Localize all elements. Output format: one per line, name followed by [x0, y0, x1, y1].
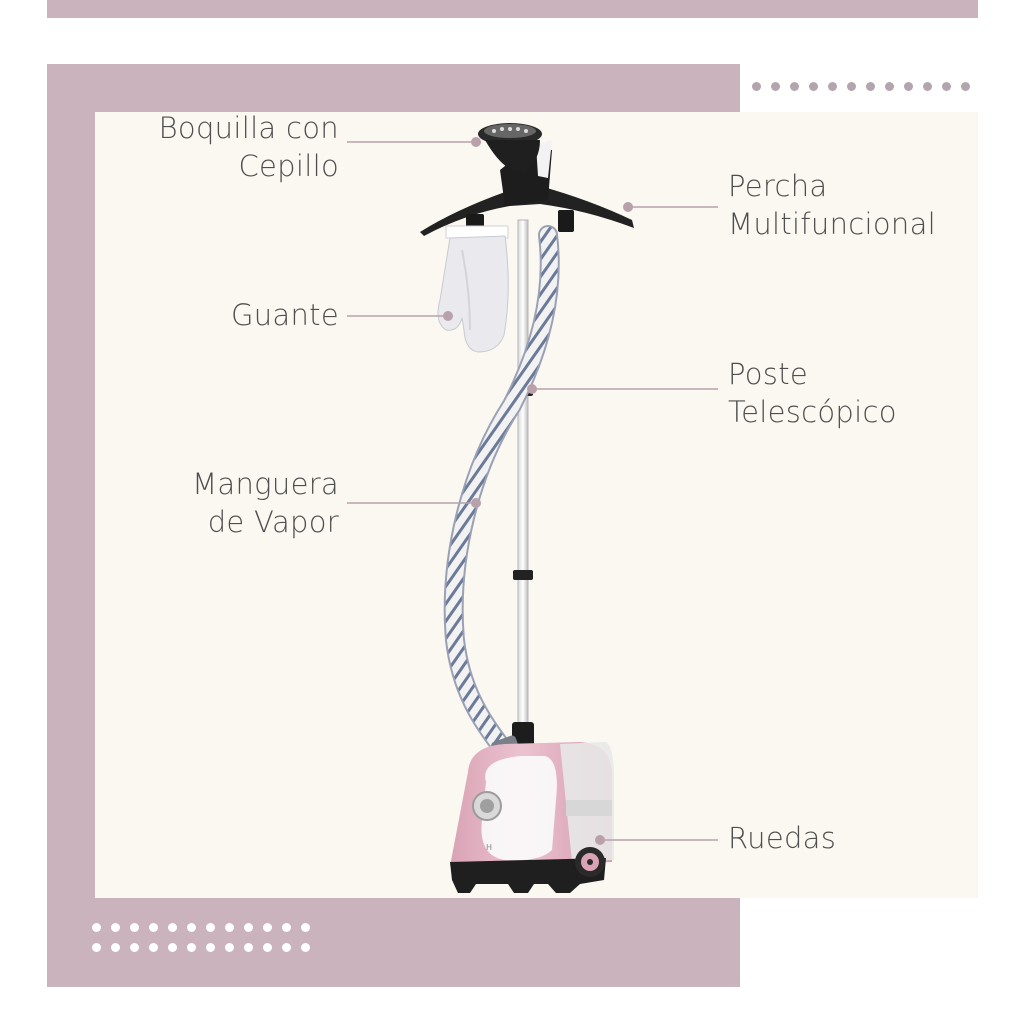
label-line: Poste	[728, 357, 809, 391]
decor-dot	[263, 943, 272, 952]
label-line: Multifuncional	[728, 207, 937, 241]
decor-dot	[847, 82, 856, 91]
decor-dot	[206, 923, 215, 932]
decor-dot	[244, 943, 253, 952]
decor-dot	[866, 82, 875, 91]
steamer-base: H	[450, 742, 614, 893]
decor-dot	[225, 943, 234, 952]
decor-dot	[187, 943, 196, 952]
decor-dot	[790, 82, 799, 91]
telescopic-pole	[512, 219, 534, 746]
decor-dot	[301, 943, 310, 952]
decor-dot	[923, 82, 932, 91]
decor-dot	[263, 923, 272, 932]
label-ruedas: Ruedas	[728, 819, 836, 857]
decor-dot	[301, 923, 310, 932]
decor-dot	[904, 82, 913, 91]
decor-dot	[771, 82, 780, 91]
label-line: Guante	[230, 298, 339, 332]
decor-dot	[149, 943, 158, 952]
decor-dot	[111, 943, 120, 952]
decor-dot	[244, 923, 253, 932]
decor-dot	[225, 923, 234, 932]
label-line: Cepillo	[238, 149, 339, 183]
decor-dot	[168, 943, 177, 952]
decor-dot	[168, 923, 177, 932]
glove	[437, 225, 509, 353]
decor-dot	[92, 943, 101, 952]
brush-nozzle	[478, 123, 542, 173]
label-percha-multifuncional: Percha Multifuncional	[728, 167, 936, 243]
top-decor-band	[47, 0, 978, 18]
decor-dot	[961, 82, 970, 91]
decor-dot	[809, 82, 818, 91]
label-poste-telescopico: Poste Telescópico	[728, 355, 897, 431]
label-line: Boquilla con	[158, 111, 339, 145]
label-line: de Vapor	[207, 505, 339, 539]
decor-dot	[828, 82, 837, 91]
decor-dot	[187, 923, 196, 932]
decor-dot	[752, 82, 761, 91]
label-boquilla-con-cepillo: Boquilla con Cepillo	[159, 109, 339, 185]
callout-lines	[347, 137, 718, 845]
decor-dot	[282, 923, 291, 932]
decor-dot	[942, 82, 951, 91]
decor-dot	[282, 943, 291, 952]
decor-dot	[885, 82, 894, 91]
label-line: Ruedas	[728, 821, 837, 855]
decor-dot	[111, 923, 120, 932]
label-line: Manguera	[192, 467, 339, 501]
label-line: Percha	[728, 169, 828, 203]
decor-dot	[130, 943, 139, 952]
label-guante: Guante	[231, 296, 339, 334]
svg-text:H: H	[486, 843, 492, 852]
dots-decor-bottom-left	[92, 923, 322, 957]
decor-dot	[206, 943, 215, 952]
dots-decor-top-right	[752, 82, 982, 94]
decor-dot	[92, 923, 101, 932]
label-manguera-de-vapor: Manguera de Vapor	[192, 465, 339, 541]
label-line: Telescópico	[728, 395, 897, 429]
decor-dot	[130, 923, 139, 932]
decor-dot	[149, 923, 158, 932]
